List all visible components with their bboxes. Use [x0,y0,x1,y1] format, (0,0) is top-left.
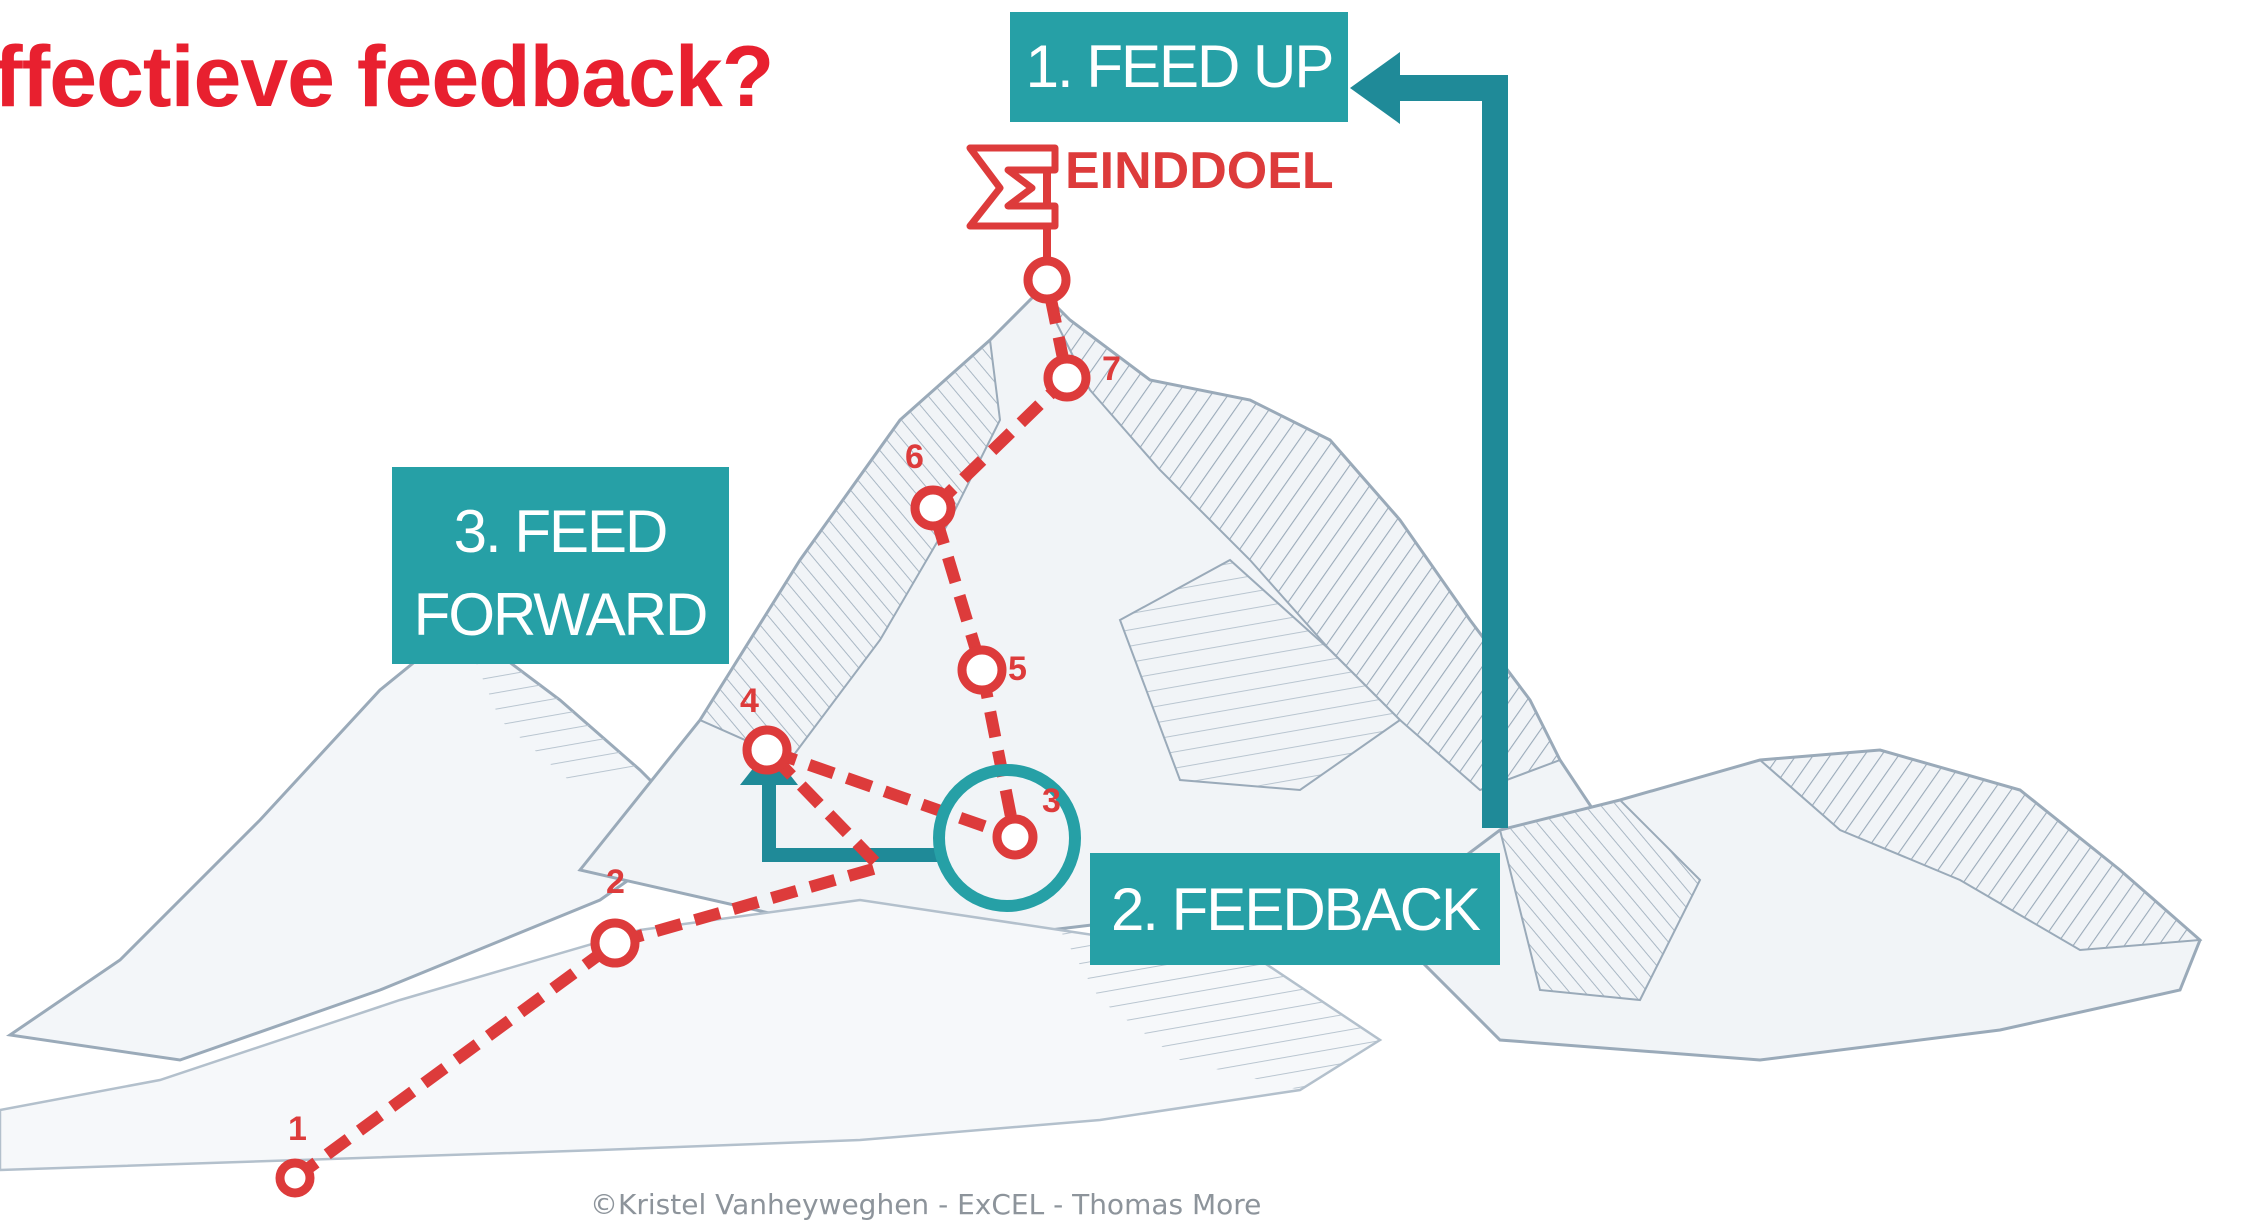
checkpoint-6 [910,485,956,531]
checkpoint-7 [1043,354,1091,402]
feedback-label: 2. FEEDBACK [1111,876,1481,943]
step-number-7: 7 [1102,350,1121,388]
checkpoint-3 [992,814,1038,860]
main-peak-west-face [698,337,1002,762]
feed-up-box: 1. FEED UP [1010,12,1348,122]
checkpoint-summit [1023,256,1071,304]
feed-up-label: 1. FEED UP [1026,33,1333,100]
foothills-shading [1060,930,1380,1090]
feedback-highlight-ring [933,764,1081,912]
step-number-6: 6 [905,438,924,476]
front-ridge-center-shading [1498,798,1702,1002]
back-ridge-left-shading [460,625,640,790]
feedback-box: 2. FEEDBACK [1090,853,1500,965]
checkpoint-5 [957,645,1007,695]
feed-up-arrowhead [1350,52,1400,124]
checkpoint-1 [275,1158,315,1198]
main-peak-east-face [1039,289,1562,792]
step-number-2: 2 [606,863,625,901]
front-ridge-right-shading [1757,748,2203,952]
route-checkpoints [275,256,1091,1198]
copyright-footer: ©Kristel Vanheyweghen - ExCEL - Thomas M… [590,1188,1262,1221]
feedback-loop-arrows [740,52,1508,862]
step-numbers: 1 2 3 4 5 6 7 [288,350,1121,1148]
feed-forward-label-line2: FORWARD [414,581,707,648]
step-number-4: 4 [740,682,759,720]
checkpoint-2 [590,918,640,968]
goal-label: EINDDOEL [1065,142,1334,200]
step-number-5: 5 [1008,650,1027,688]
step-number-1: 1 [288,1110,307,1148]
main-peak-lower-face [1118,558,1402,792]
feed-up-arrow [1390,75,1508,828]
slide-title: ffectieve feedback? [0,29,774,125]
feed-forward-box: 3. FEED FORWARD [392,467,729,664]
step-number-3: 3 [1042,782,1061,820]
summit-flag-icon [966,144,1059,230]
mountain-illustration [0,287,2203,1172]
feed-forward-label-line1: 3. FEED [454,498,667,565]
checkpoint-4 [742,725,792,775]
feed-forward-arrow [762,785,945,862]
